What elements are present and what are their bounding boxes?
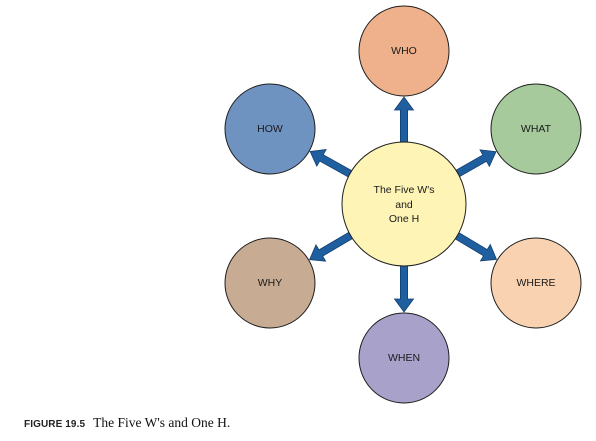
node-when-circle <box>358 312 450 404</box>
node-who: WHO <box>358 5 450 97</box>
node-why: WHY <box>224 237 316 329</box>
node-what-label: WHAT <box>521 123 552 135</box>
node-who-label: WHO <box>391 45 417 57</box>
arrows-group <box>309 96 498 313</box>
arrow-to-when <box>393 263 415 313</box>
node-where-label: WHERE <box>516 277 555 289</box>
node-how: HOW <box>224 83 316 175</box>
node-how-circle <box>224 83 316 175</box>
node-how-label: HOW <box>257 123 283 135</box>
center-label-line-1: The Five W's <box>374 184 435 196</box>
figure-caption-label: FIGURE 19.5 <box>24 419 86 430</box>
node-what-circle <box>490 83 582 175</box>
node-why-label: WHY <box>258 277 283 289</box>
node-where: WHERE <box>490 237 582 329</box>
node-what: WHAT <box>490 83 582 175</box>
center-label-line-2: and <box>395 199 413 211</box>
center-label-line-3: One H <box>389 213 419 225</box>
arrow-to-where <box>453 231 498 262</box>
arrow-to-how <box>309 149 354 179</box>
figure-caption: FIGURE 19.5 The Five W's and One H. <box>24 415 230 431</box>
node-where-circle <box>490 237 582 329</box>
arrow-to-why <box>309 230 355 262</box>
node-why-circle <box>224 237 316 329</box>
node-when: WHEN <box>358 312 450 404</box>
arrow-to-what <box>453 149 497 179</box>
center-circle <box>341 141 467 267</box>
arrow-to-who <box>393 96 415 145</box>
figure-caption-text: The Five W's and One H. <box>93 415 231 430</box>
center-node: The Five W's and One H <box>341 141 467 267</box>
node-who-circle <box>358 5 450 97</box>
node-when-label: WHEN <box>388 352 420 364</box>
